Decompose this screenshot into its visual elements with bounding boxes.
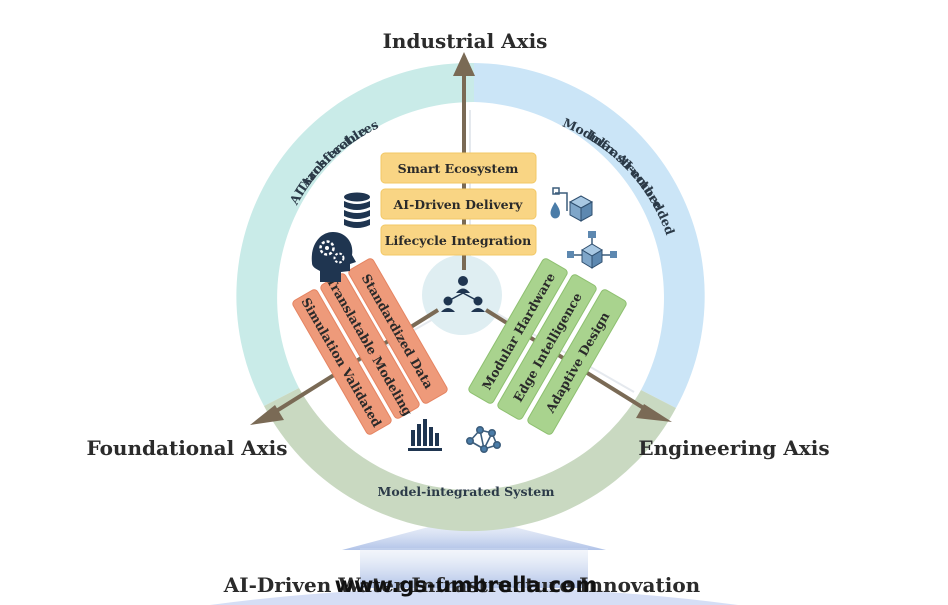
water-cube-icon [550,187,594,222]
box-simulation-validated [292,289,392,435]
network-cube-icon [567,231,617,269]
box-edge-intelligence [497,274,597,420]
outer-ring [236,62,705,532]
box-label-ai-driven-delivery: AI-Driven Delivery [393,197,524,212]
network-graph-icon [465,425,501,453]
database-icon [344,192,370,228]
bar-chart-icon [408,419,442,451]
ring-segment-left [236,62,474,407]
team-hub-icon [441,276,485,312]
box-ai-driven-delivery [380,188,537,220]
ring-segment-bottom [264,388,676,532]
center-hub [422,255,502,335]
engineering-axis-title: Engineering Axis [638,436,829,460]
industrial-boxes: Smart Ecosystem AI-Driven Delivery Lifec… [380,152,537,256]
ring-label-bottom: Model-integrated System [378,484,555,499]
box-standardized-data [348,258,448,404]
box-label-lifecycle-integration: Lifecycle Integration [385,233,531,248]
bottom-banner [210,516,738,605]
foundational-axis-title: Foundational Axis [86,436,287,460]
bottom-title: AI-Driven Water Infrastructure Innovatio… [223,573,701,597]
ai-brain-gear-icon [311,232,356,282]
watermark: www.gs-umbrella.com [335,573,598,597]
box-lifecycle-integration [380,224,537,256]
box-label-smart-ecosystem: Smart Ecosystem [398,161,519,176]
box-adaptive-design [527,289,627,435]
box-modular-hardware [468,258,568,404]
ring-segment-right [474,63,705,408]
industrial-axis-title: Industrial Axis [383,29,548,53]
box-smart-ecosystem [380,152,537,184]
